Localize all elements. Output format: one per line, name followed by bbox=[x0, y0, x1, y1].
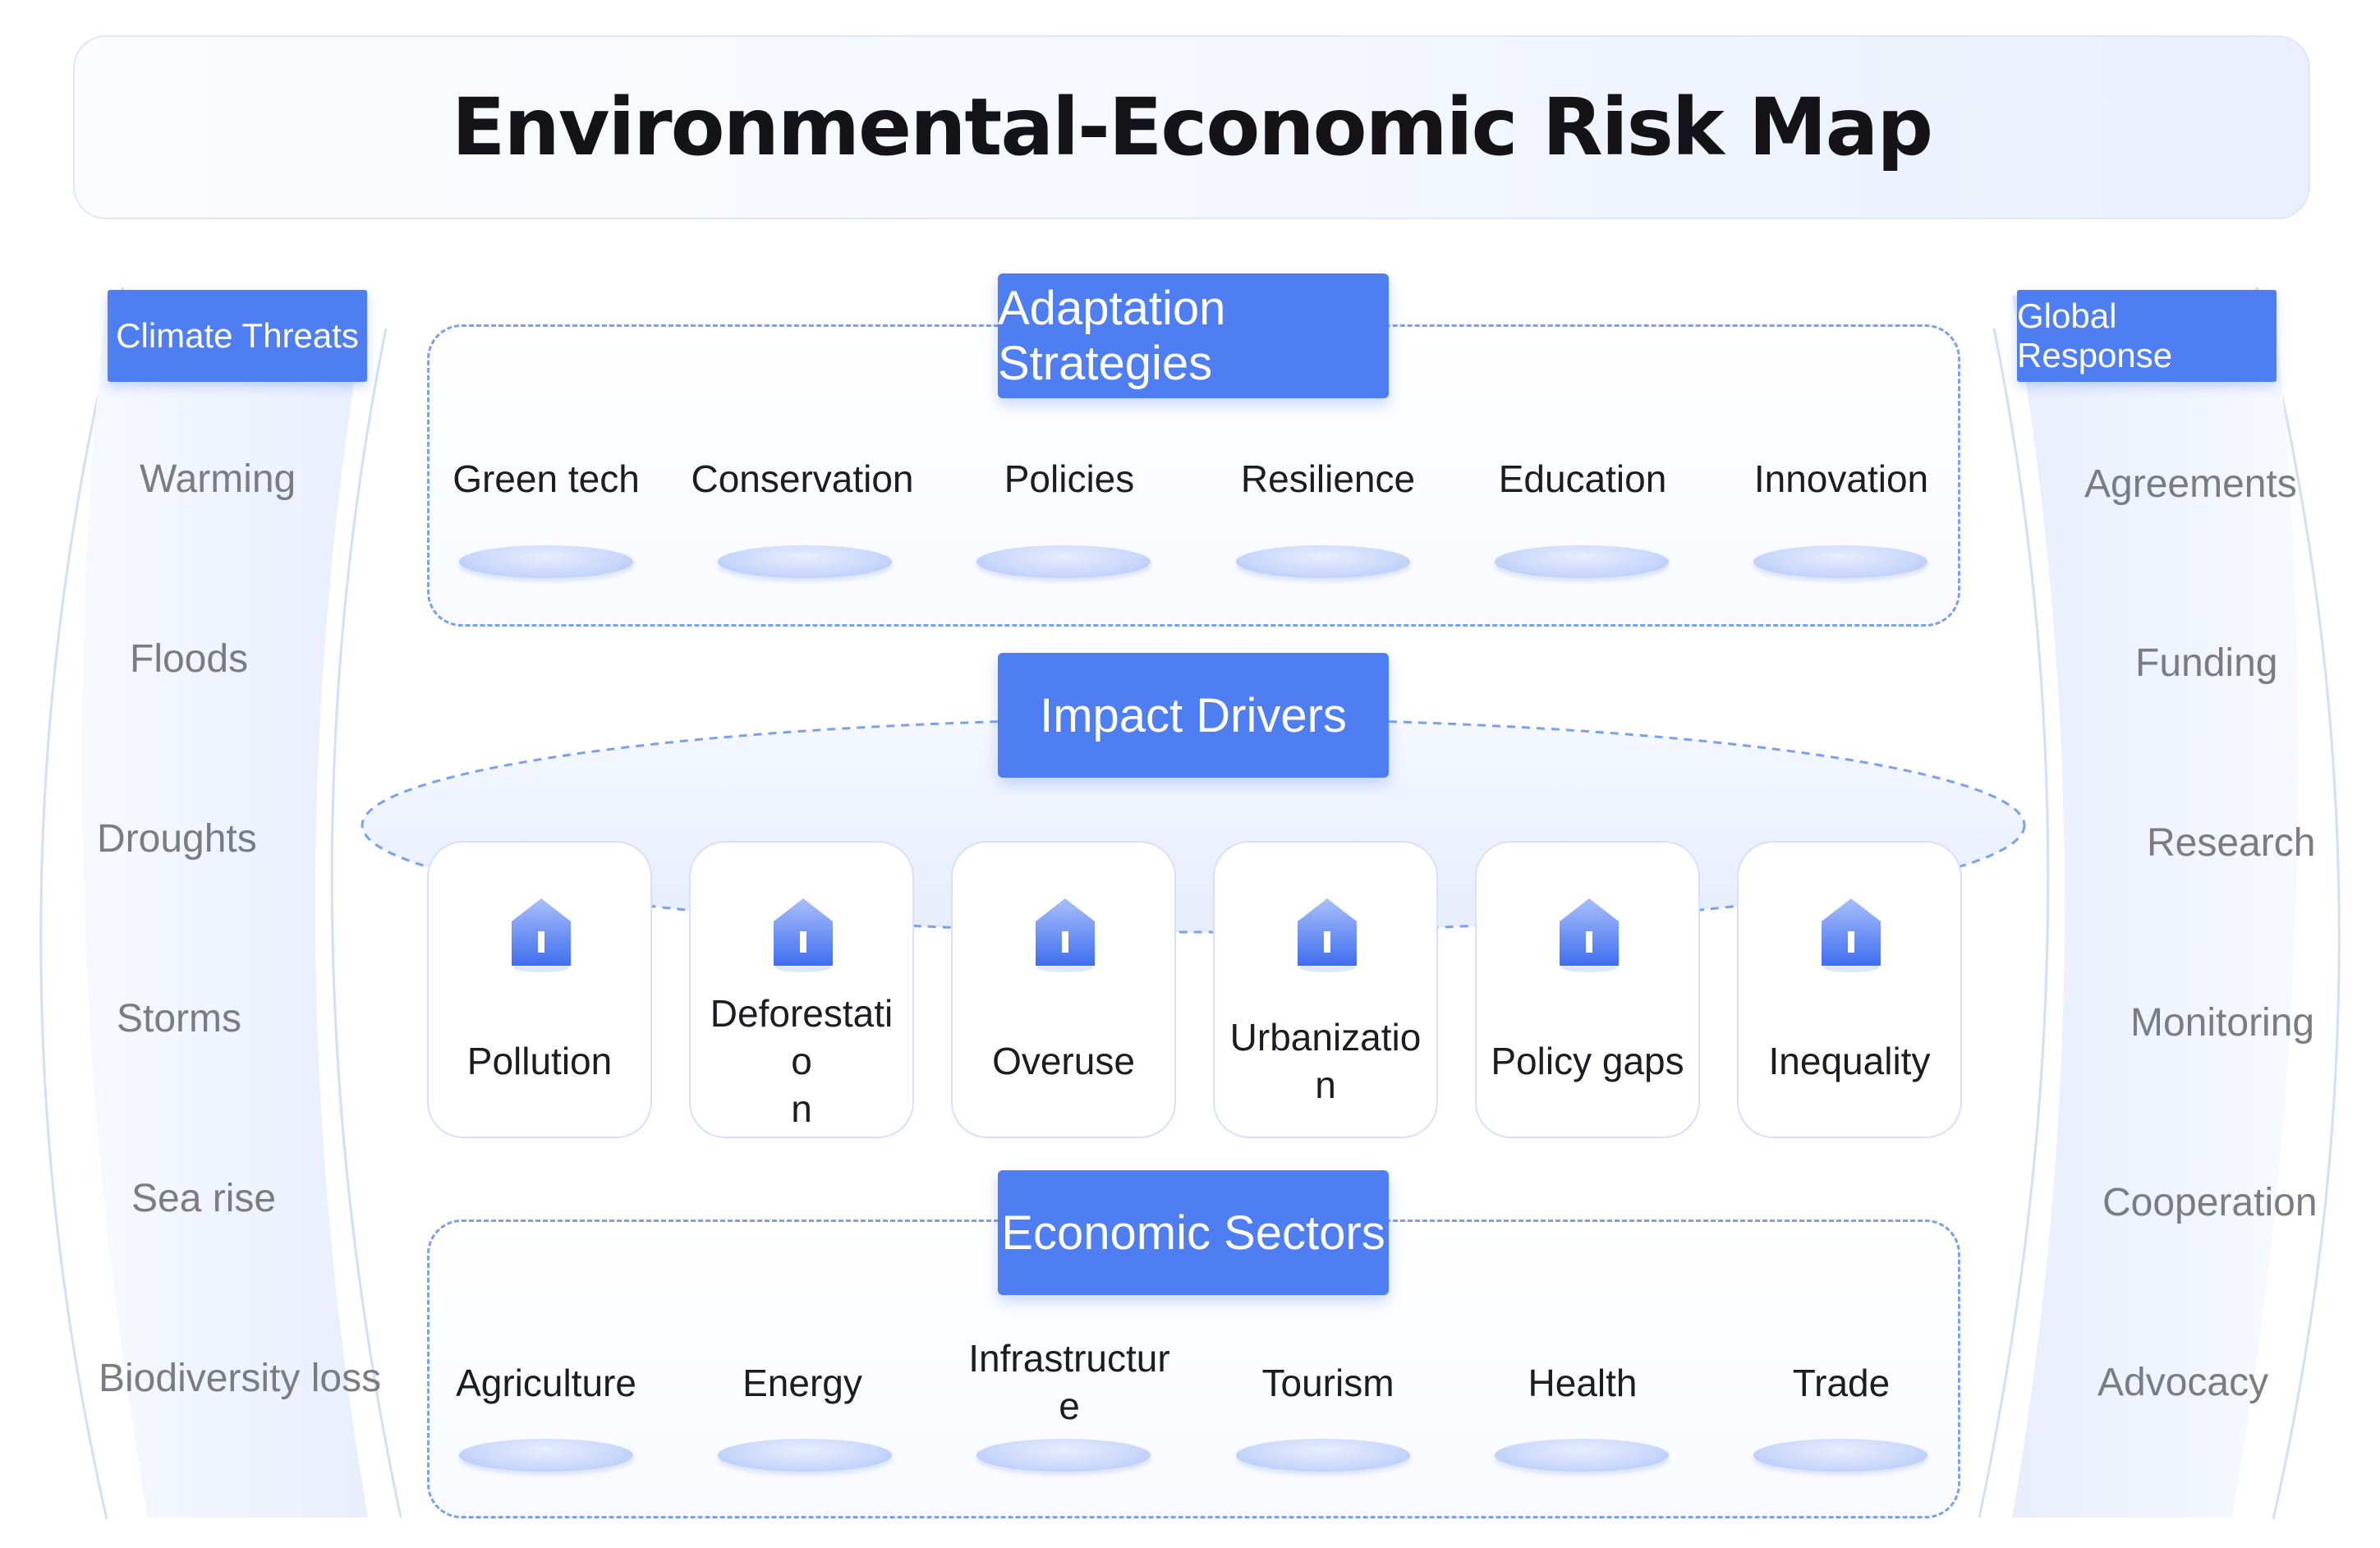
driver-label: Policy gaps bbox=[1491, 1040, 1684, 1082]
driver-label: Deforestatio n bbox=[710, 992, 894, 1130]
sector-item-tourism: Tourism bbox=[1261, 1362, 1394, 1404]
global-response-header: Global Response bbox=[2017, 290, 2277, 382]
driver-card-overuse: Overuse bbox=[951, 841, 1176, 1138]
adaptation-pill bbox=[976, 545, 1151, 578]
threat-item-floods: Floods bbox=[130, 637, 249, 681]
climate-threats-header: Climate Threats bbox=[108, 290, 367, 382]
driver-card-inequality: Inequality bbox=[1737, 841, 1962, 1138]
page-title: Environmental-Economic Risk Map bbox=[451, 81, 1933, 173]
house-icon bbox=[512, 898, 571, 972]
sector-item-infrastructure: Infrastructur e bbox=[968, 1337, 1170, 1427]
adaptation-pill bbox=[459, 545, 633, 578]
threat-item-biodiversity-loss: Biodiversity loss bbox=[99, 1357, 382, 1400]
adaptation-item-green-tech: Green tech bbox=[453, 457, 640, 500]
response-item-advocacy: Advocacy bbox=[2097, 1361, 2269, 1404]
impact-drivers-header: Impact Drivers bbox=[998, 653, 1389, 778]
sector-pill bbox=[459, 1439, 633, 1472]
sector-pill bbox=[1236, 1439, 1410, 1472]
right-inner-arc bbox=[1978, 328, 2050, 1518]
sector-item-trade: Trade bbox=[1792, 1362, 1891, 1404]
right-outer-arc bbox=[2255, 287, 2341, 1520]
adaptation-pill bbox=[1753, 545, 1927, 578]
response-item-research: Research bbox=[2147, 821, 2316, 865]
driver-label: Inequality bbox=[1768, 1040, 1931, 1082]
driver-card-deforestation: Deforestatio n bbox=[689, 841, 914, 1138]
response-item-cooperation: Cooperation bbox=[2102, 1181, 2318, 1224]
driver-card-pollution: Pollution bbox=[427, 841, 652, 1138]
left-outer-arc bbox=[39, 287, 125, 1520]
sector-pill bbox=[1495, 1439, 1669, 1472]
adaptation-strategies-header: Adaptation Strategies bbox=[998, 273, 1389, 398]
driver-label: Pollution bbox=[466, 1040, 613, 1082]
right-panel-shape bbox=[2012, 296, 2299, 1518]
economic-sectors-header: Economic Sectors bbox=[998, 1170, 1389, 1295]
adaptation-pill bbox=[1495, 545, 1669, 578]
sector-pill bbox=[976, 1439, 1151, 1472]
sector-item-agriculture: Agriculture bbox=[456, 1362, 636, 1404]
driver-card-urbanization: Urbanizatio n bbox=[1213, 841, 1438, 1138]
adaptation-item-conservation: Conservation bbox=[691, 457, 914, 500]
response-item-monitoring: Monitoring bbox=[2130, 1001, 2315, 1045]
sector-item-energy: Energy bbox=[742, 1362, 862, 1404]
driver-card-policy-gaps: Policy gaps bbox=[1475, 841, 1700, 1138]
house-icon bbox=[1036, 898, 1095, 972]
adaptation-item-policies: Policies bbox=[1004, 457, 1135, 500]
title-banner: Environmental-Economic Risk Map bbox=[73, 35, 2310, 219]
adaptation-item-innovation: Innovation bbox=[1753, 457, 1929, 500]
adaptation-pill bbox=[718, 545, 892, 578]
sector-pill bbox=[718, 1439, 892, 1472]
adaptation-item-education: Education bbox=[1498, 457, 1667, 500]
house-icon bbox=[1560, 898, 1619, 972]
house-icon bbox=[1822, 898, 1881, 972]
sector-item-health: Health bbox=[1528, 1362, 1638, 1404]
response-item-agreements: Agreements bbox=[2084, 462, 2297, 506]
driver-label: Urbanizatio n bbox=[1229, 1016, 1422, 1106]
adaptation-pill bbox=[1236, 545, 1410, 578]
adaptation-item-resilience: Resilience bbox=[1240, 457, 1416, 500]
sector-pill bbox=[1753, 1439, 1927, 1472]
threat-item-storms: Storms bbox=[117, 997, 242, 1040]
left-inner-arc bbox=[330, 328, 402, 1518]
threat-item-warming: Warming bbox=[140, 457, 296, 501]
house-icon bbox=[774, 898, 833, 972]
response-item-funding: Funding bbox=[2135, 641, 2278, 685]
threat-item-sea-rise: Sea rise bbox=[131, 1177, 277, 1220]
left-panel-shape bbox=[81, 296, 368, 1518]
driver-label: Overuse bbox=[992, 1040, 1135, 1082]
house-icon bbox=[1298, 898, 1357, 972]
threat-item-droughts: Droughts bbox=[97, 817, 257, 861]
